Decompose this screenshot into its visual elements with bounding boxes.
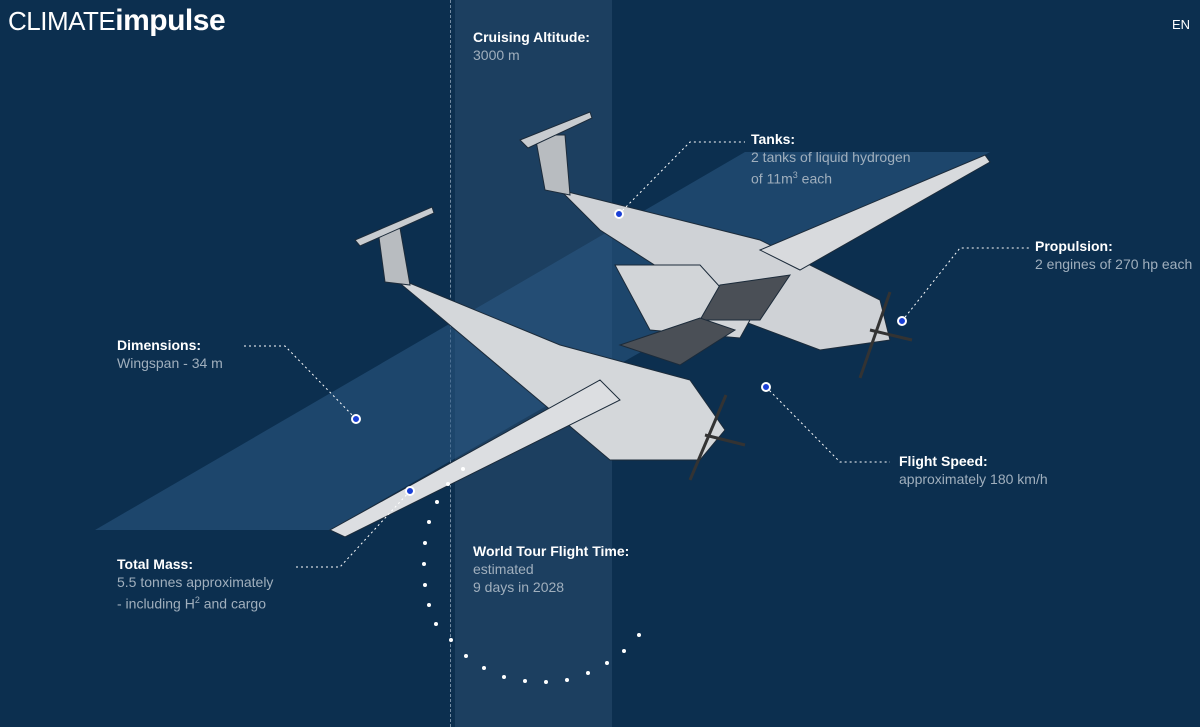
left-fuselage [389,274,726,461]
hotspot-propulsion [897,316,907,326]
left-tail [377,227,411,286]
spec-propulsion: Propulsion: 2 engines of 270 hp each [1035,238,1193,272]
hotspot-mass [405,486,415,496]
left-wing [328,379,621,538]
solar-panel-right [699,274,792,321]
spec-speed: Flight Speed: approximately 180 km/h [899,453,1048,487]
hotspot-dimensions [351,414,361,424]
hotspot-speed [761,382,771,392]
right-wing [758,154,991,271]
right-tail [534,134,571,196]
logo[interactable]: CLIMATEimpulse [8,4,226,37]
solar-panel-left [618,317,737,366]
spec-mass: Total Mass: 5.5 tonnes approximately - i… [117,556,274,612]
hotspot-tanks [614,209,624,219]
spec-altitude: Cruising Altitude: 3000 m [473,29,590,63]
spec-tanks: Tanks: 2 tanks of liquid hydrogen of 11m… [751,131,911,187]
spec-dimensions: Dimensions: Wingspan - 34 m [117,337,223,371]
spec-flight-time: World Tour Flight Time: estimated 9 days… [473,543,630,595]
flight-path-dots [422,467,641,684]
language-selector[interactable]: EN [1171,17,1190,32]
